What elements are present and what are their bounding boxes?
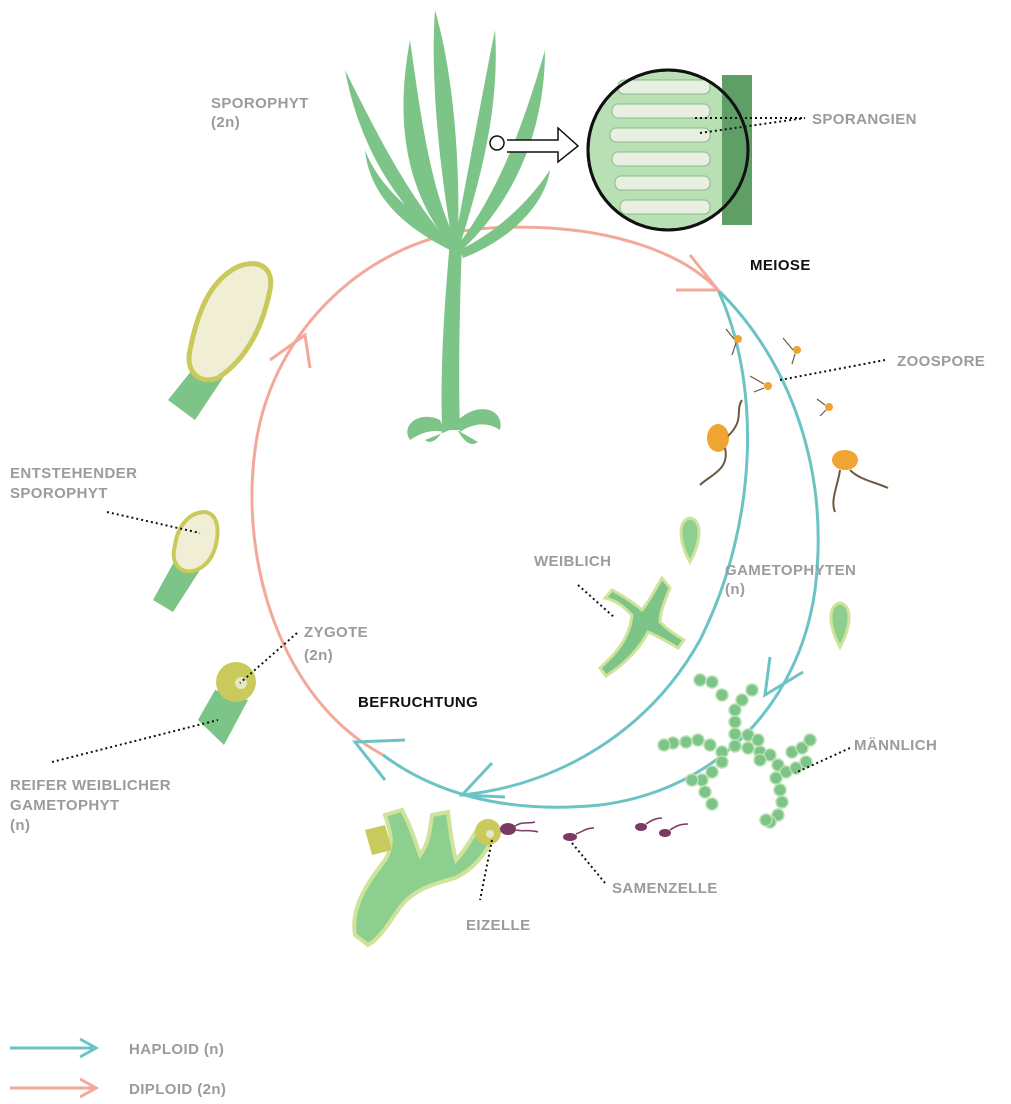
legend-diploid-label: DIPLOID (2n) xyxy=(129,1081,226,1098)
label-sporophyt: SPOROPHYT xyxy=(211,95,309,112)
male-gametophyte-cell xyxy=(800,756,812,768)
male-gametophyte-cell xyxy=(716,689,728,701)
male-gametophyte-cell xyxy=(694,674,706,686)
male-gametophyte-cell xyxy=(680,736,692,748)
leader-samenzelle xyxy=(572,843,605,883)
legend: HAPLOID (n) DIPLOID (2n) xyxy=(10,1039,226,1098)
male-gametophyte-cell xyxy=(729,716,741,728)
male-gametophyte-cell xyxy=(736,694,748,706)
developing-sporophyte-large xyxy=(168,264,271,420)
legend-haploid: HAPLOID (n) xyxy=(10,1039,224,1058)
label-entstehender-2: SPOROPHYT xyxy=(10,485,108,502)
label-weiblich: WEIBLICH xyxy=(534,553,611,570)
male-gametophyte-cell xyxy=(704,739,716,751)
sporangia-inset xyxy=(588,70,752,230)
label-zoospore: ZOOSPORE xyxy=(897,353,985,370)
male-gametophyte-cell xyxy=(658,739,670,751)
haploid-inner-arc xyxy=(462,290,748,795)
gametophyte-spore xyxy=(831,603,849,647)
label-entstehender-1: ENTSTEHENDER xyxy=(10,465,137,482)
label-maennlich: MÄNNLICH xyxy=(854,737,937,754)
male-gametophyte-cell xyxy=(742,742,754,754)
male-gametophyte-cell xyxy=(754,754,766,766)
zoospores xyxy=(700,329,888,512)
label-reifer-3: (n) xyxy=(10,817,30,834)
label-eizelle: EIZELLE xyxy=(466,917,530,934)
label-reifer-2: GAMETOPHYT xyxy=(10,797,120,814)
label-meiose: MEIOSE xyxy=(750,257,811,274)
male-gametophyte-cell xyxy=(804,734,816,746)
female-gametophyte xyxy=(600,578,684,676)
male-gametophyte-cell xyxy=(706,676,718,688)
male-gametophyte-cell xyxy=(760,814,772,826)
legend-diploid: DIPLOID (2n) xyxy=(10,1079,226,1098)
male-gametophyte-cell xyxy=(706,766,718,778)
label-samenzelle: SAMENZELLE xyxy=(612,880,718,897)
leader-reifer xyxy=(52,720,218,762)
male-gametophyte-cell xyxy=(729,728,741,740)
gametophyte-spore xyxy=(681,518,699,562)
haploid-arrowhead-bottom xyxy=(355,740,405,780)
label-zygote-ploidy: (2n) xyxy=(304,647,333,664)
male-gametophyte-cell xyxy=(752,734,764,746)
male-gametophyte-cell xyxy=(716,756,728,768)
legend-haploid-label: HAPLOID (n) xyxy=(129,1041,224,1058)
male-gametophyte-cell xyxy=(776,796,788,808)
label-reifer-1: REIFER WEIBLICHER xyxy=(10,777,171,794)
haploid-arrowhead-right xyxy=(765,657,803,695)
male-gametophyte-cell xyxy=(699,786,711,798)
male-gametophyte-cell xyxy=(774,784,786,796)
male-gametophyte-cell xyxy=(706,798,718,810)
sperm-cells xyxy=(500,818,688,841)
label-zygote: ZYGOTE xyxy=(304,624,368,641)
label-sporangien: SPORANGIEN xyxy=(812,111,917,128)
male-gametophyte-cell xyxy=(692,734,704,746)
developing-sporophyte-small xyxy=(153,512,218,612)
magnify-marker xyxy=(490,136,504,150)
diploid-cycle-arc xyxy=(252,227,718,755)
male-gametophyte-cell xyxy=(686,774,698,786)
zygote-illustration xyxy=(198,662,256,745)
male-gametophyte-cell xyxy=(770,772,782,784)
leader-zoospore xyxy=(780,360,885,380)
male-gametophyte xyxy=(658,674,816,828)
label-gametophyten-ploidy: (n) xyxy=(725,581,745,598)
label-gametophyten: GAMETOPHYTEN xyxy=(725,562,856,579)
leader-weiblich xyxy=(578,585,615,618)
label-befruchtung: BEFRUCHTUNG xyxy=(358,694,478,711)
male-gametophyte-cell xyxy=(746,684,758,696)
male-gametophyte-cell xyxy=(729,740,741,752)
label-sporophyt-ploidy: (2n) xyxy=(211,114,240,131)
